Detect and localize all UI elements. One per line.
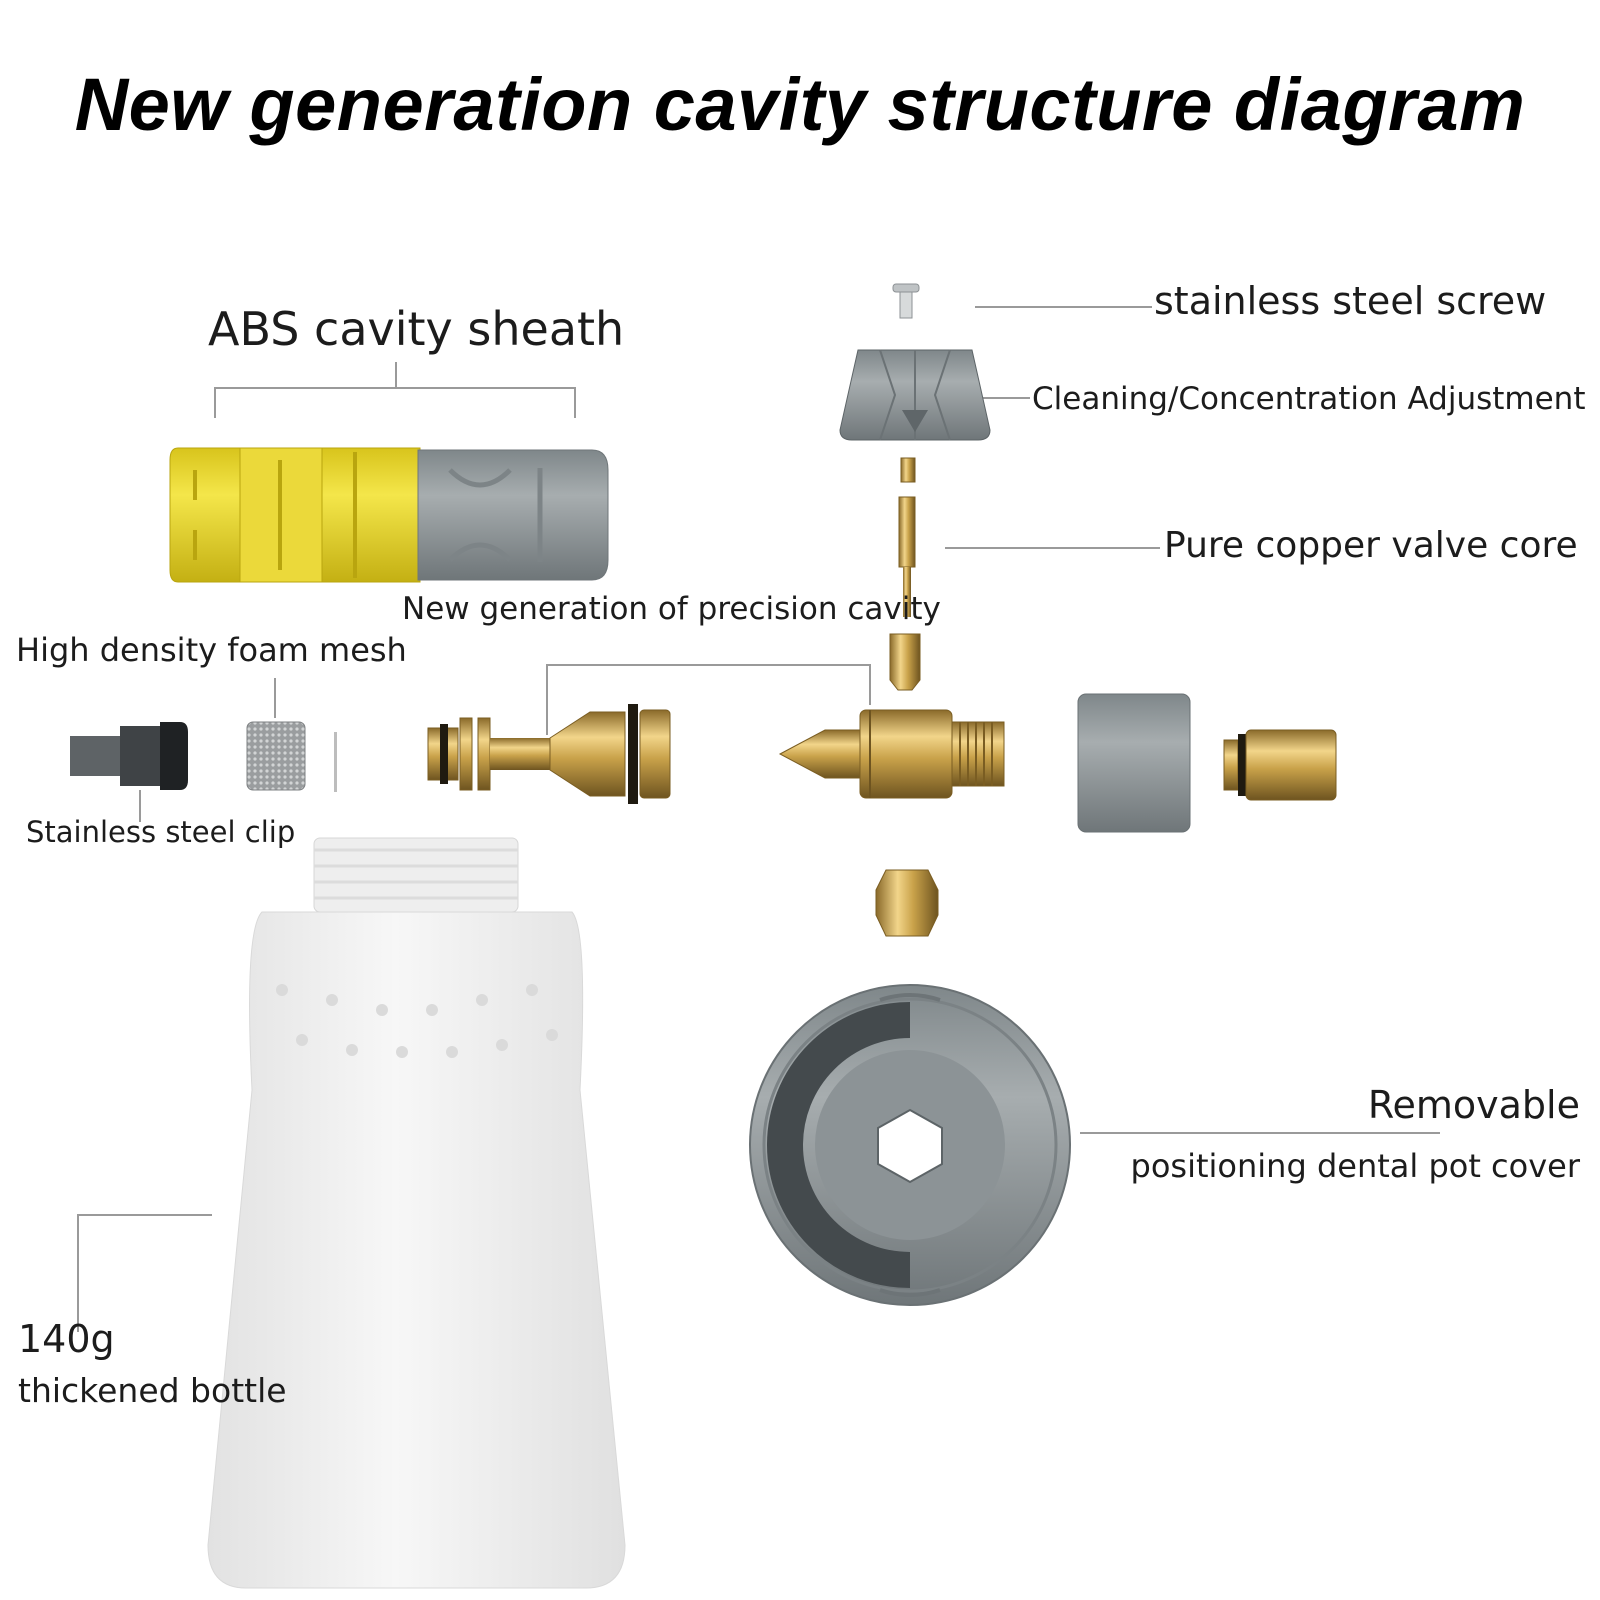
label-abs-cavity-sheath: ABS cavity sheath xyxy=(208,302,625,356)
page-title: New generation cavity structure diagram xyxy=(74,63,1526,146)
label-foam-mesh: High density foam mesh xyxy=(16,631,407,669)
brass-inlet-connector xyxy=(427,704,671,804)
stainless-steel-screw xyxy=(892,283,920,319)
label-precision-cavity: New generation of precision cavity xyxy=(402,591,941,627)
leader-precision xyxy=(546,664,871,735)
label-pot-cover: positioning dental pot cover xyxy=(1130,1147,1580,1185)
gray-sleeve xyxy=(1077,693,1191,833)
label-steel-clip: Stainless steel clip xyxy=(26,815,296,849)
abs-cavity-sheath xyxy=(169,447,609,583)
stainless-steel-clip xyxy=(70,722,188,790)
adjustment-knob xyxy=(839,349,991,441)
label-thickened-bottle: thickened bottle xyxy=(18,1371,287,1410)
thickened-bottle xyxy=(207,837,626,1589)
valve-core xyxy=(889,457,921,691)
leader-abs-bracket xyxy=(214,362,576,418)
label-removable: Removable xyxy=(1367,1083,1580,1127)
label-bottle-weight: 140g xyxy=(18,1317,115,1361)
brass-nozzle xyxy=(875,869,939,937)
mesh-pin xyxy=(334,732,337,792)
foam-mesh xyxy=(246,721,306,791)
label-valve-core: Pure copper valve core xyxy=(1164,525,1578,566)
label-stainless-steel-screw: stainless steel screw xyxy=(1154,279,1547,323)
pot-cover xyxy=(749,984,1071,1306)
label-adjustment: Cleaning/Concentration Adjustment xyxy=(1032,381,1586,417)
precision-cavity-body xyxy=(778,709,1005,799)
brass-outlet xyxy=(1223,729,1337,801)
leader-bottle xyxy=(77,1214,212,1332)
leader-lines xyxy=(77,306,1440,1332)
